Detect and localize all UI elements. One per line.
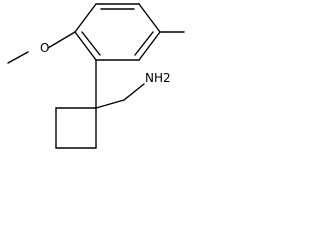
structure-diagram: O NH2 bbox=[7, 3, 185, 149]
aryl-oxygen-bond bbox=[47, 31, 76, 49]
ring-bond-lower-right bbox=[138, 31, 161, 61]
ring-double-bond-lower-left bbox=[81, 31, 101, 56]
cyclobutane-ring bbox=[55, 107, 97, 149]
ring-double-bond-lower-right bbox=[134, 31, 154, 56]
ring-bond-upper-left bbox=[74, 3, 97, 33]
amine-label: NH2 bbox=[145, 71, 171, 85]
benzene-ring bbox=[74, 3, 161, 61]
methoxy-methyl-bond bbox=[7, 51, 29, 64]
ring-bond-lower-left bbox=[74, 31, 97, 61]
aminomethyl-bond-1 bbox=[95, 99, 125, 109]
aminomethyl-bond-2 bbox=[123, 83, 145, 101]
ring-bond-upper-right bbox=[138, 3, 161, 33]
oxygen-label: O bbox=[40, 41, 49, 55]
